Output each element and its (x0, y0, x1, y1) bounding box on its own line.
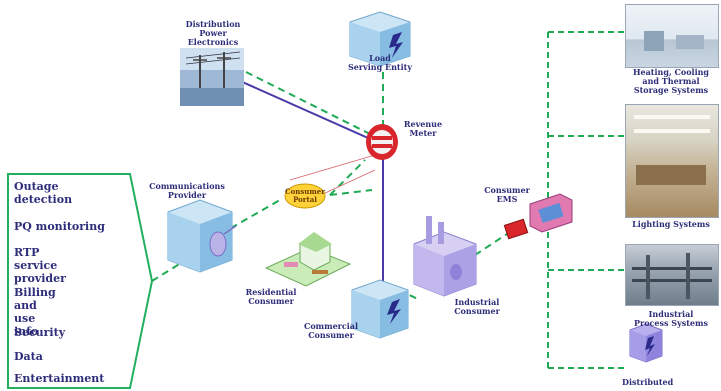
consumer-ems-device (503, 193, 573, 240)
communications-provider-label: Communications Provider (149, 181, 225, 200)
service-item-outage: Outage detection (14, 180, 73, 206)
lighting-systems-image (625, 104, 719, 218)
revenue-meter-icon (366, 124, 398, 160)
distributed-label: Distributed (622, 377, 674, 387)
consumer-portal-badge (284, 183, 326, 209)
communications-provider-building (167, 199, 237, 273)
service-item-security: Security (14, 326, 66, 339)
residential-consumer-label: Residential Consumer (245, 287, 297, 306)
lighting-systems-label: Lighting Systems (632, 219, 710, 229)
load-serving-entity-building (349, 11, 411, 67)
service-item-pq-monitoring: PQ monitoring (14, 220, 105, 233)
distribution-power-electronics-image (180, 48, 244, 106)
service-item-rtp: RTP service provider (14, 246, 66, 285)
services-panel-border (7, 173, 154, 389)
comm-line-distribution-meter (245, 71, 373, 136)
hvac-systems-label: Heating, Cooling and Thermal Storage Sys… (632, 67, 710, 95)
service-item-billing: Billing and use info (14, 286, 56, 338)
industrial-consumer-factory (413, 216, 477, 297)
meter-portal-link-upper (289, 154, 376, 181)
distributed-generation-cube (629, 323, 663, 363)
service-item-entertainment: Entertainment (14, 372, 105, 385)
load-serving-entity-label: Load Serving Entity (348, 53, 412, 72)
residential-consumer-house (264, 232, 352, 287)
industrial-process-systems-image (625, 244, 719, 306)
comm-line-portal-right (329, 189, 373, 196)
consumer-portal-label: Consumer Portal (285, 187, 325, 204)
industrial-process-systems-label: Industrial Process Systems (633, 309, 708, 328)
distribution-power-electronics-label: Distribution Power Electronics (185, 19, 241, 47)
comm-line-industrial-ems (474, 231, 511, 256)
power-line-distribution-meter (219, 71, 369, 139)
consumer-ems-label: Consumer EMS (484, 185, 530, 204)
service-item-data: Data (14, 350, 43, 363)
industrial-consumer-label: Industrial Consumer (454, 297, 500, 316)
commercial-consumer-label: Commercial Consumer (303, 321, 359, 340)
revenue-meter-label: Revenue Meter (403, 119, 443, 138)
hvac-systems-image (625, 4, 719, 68)
comm-line-portal-meter (329, 159, 366, 196)
commercial-consumer-building (351, 279, 409, 339)
